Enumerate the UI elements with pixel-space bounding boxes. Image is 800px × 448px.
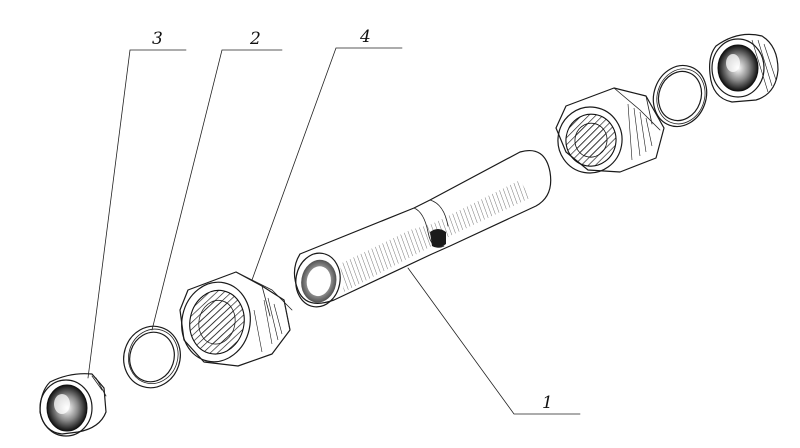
callout-1: 1: [407, 267, 581, 415]
leader-line-1: [407, 267, 581, 415]
callout-3: 3: [87, 29, 187, 379]
tube: [293, 150, 552, 308]
leader-line-3: [87, 49, 187, 379]
end-cap-left: [39, 373, 107, 437]
callout-2: 2: [151, 29, 283, 331]
part-label-3: 3: [152, 29, 163, 49]
callout-4: 4: [251, 27, 403, 281]
hex-nut-right: [555, 87, 665, 174]
end-cap-right: [709, 33, 779, 103]
leader-line-4: [251, 47, 403, 281]
part-label-4: 4: [359, 27, 371, 47]
part-label-2: 2: [249, 29, 261, 49]
leader-line-2: [151, 49, 283, 331]
washer-right: [652, 64, 708, 128]
hex-nut-left: [179, 271, 293, 367]
washer-left: [123, 325, 181, 389]
part-label-1: 1: [542, 393, 553, 413]
